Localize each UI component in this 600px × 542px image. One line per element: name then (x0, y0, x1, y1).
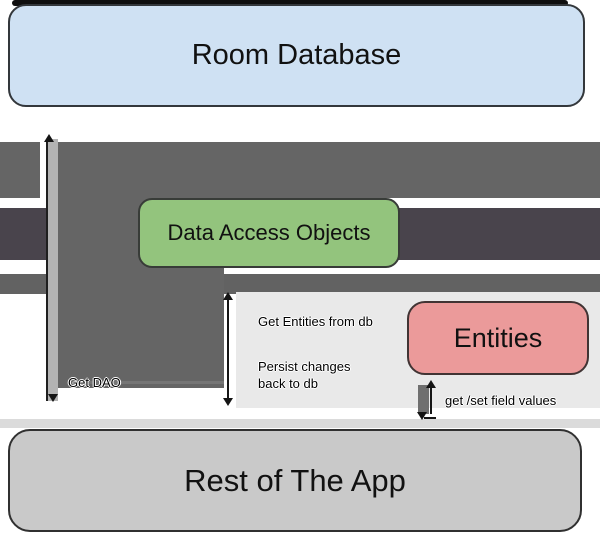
get-dao-label: Get DAO (68, 375, 121, 390)
band-gap (40, 142, 47, 198)
get-set-arrow-line (430, 386, 432, 414)
persist-changes-label-line1: Persist changes (258, 359, 351, 374)
room-box-top-edge (12, 0, 568, 6)
bottom-strip (0, 419, 600, 428)
arrow-down-icon (223, 398, 233, 406)
arrow-down-icon (417, 412, 427, 420)
get-set-field-values-label: get /set field values (445, 393, 557, 408)
room-database-box: Room Database (8, 4, 585, 107)
rest-of-app-label: Rest of The App (184, 462, 406, 498)
get-dao-line (72, 381, 224, 384)
room-database-label: Room Database (191, 39, 402, 71)
data-access-objects-label: Data Access Objects (167, 220, 371, 245)
rest-of-app-box: Rest of The App (8, 429, 582, 532)
arrow-up-icon (223, 292, 233, 300)
get-entities-label: Get Entities from db (258, 314, 373, 329)
persist-changes-label-line2: back to db (258, 376, 318, 391)
get-set-block-arrow (418, 385, 429, 414)
entities-box: Entities (407, 301, 589, 375)
entities-label: Entities (453, 322, 543, 353)
arrow-up-icon (426, 380, 436, 388)
arrow-down-icon (48, 394, 58, 402)
data-access-objects-box: Data Access Objects (138, 198, 400, 268)
left-double-arrow-bar (46, 139, 58, 401)
arrow-base-tick (424, 417, 436, 419)
arrow-up-icon (44, 134, 54, 142)
dao-rest-arrow-line (227, 297, 229, 401)
